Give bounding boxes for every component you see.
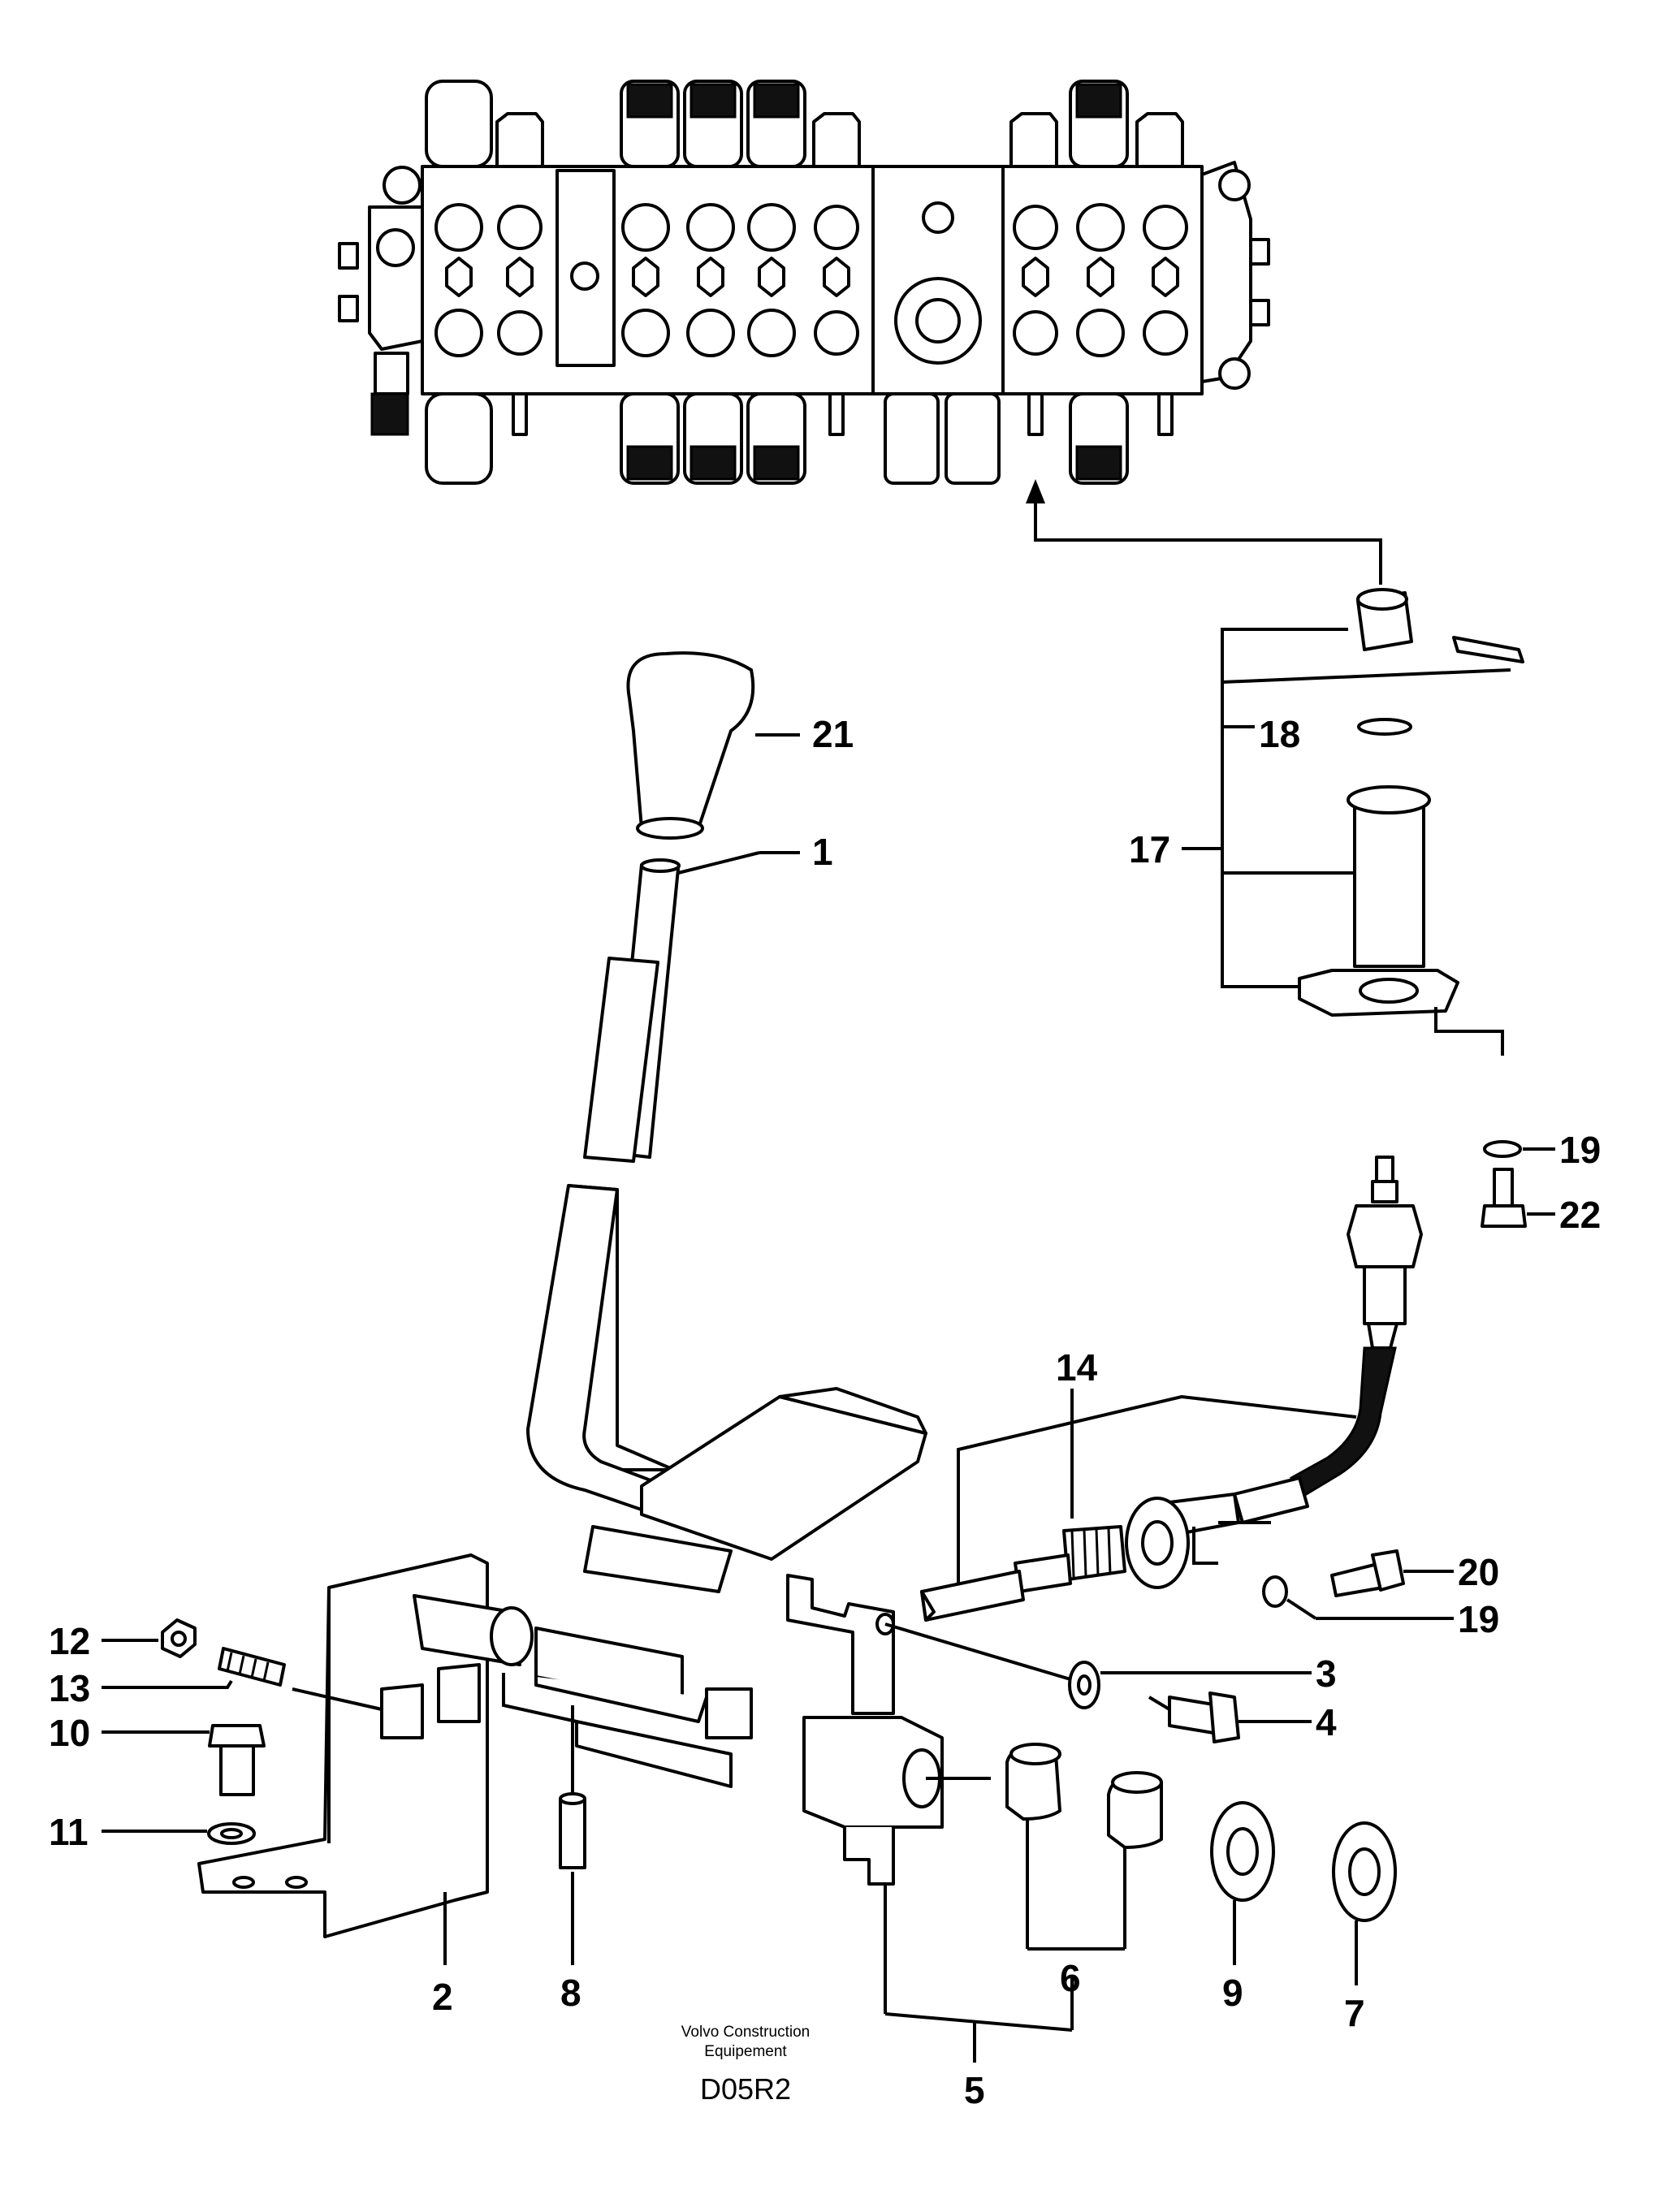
label-2: 2 — [432, 1976, 453, 2018]
pin-8 — [559, 1705, 586, 1965]
label-8: 8 — [560, 1972, 581, 2014]
label-4: 4 — [1316, 1701, 1337, 1743]
label-10: 10 — [49, 1712, 90, 1754]
drawing-code: D05R2 — [700, 2072, 791, 2106]
caption-line-1: Volvo Construction — [681, 2024, 810, 2041]
callout-arrow — [1026, 479, 1382, 585]
label-19-lower: 19 — [1458, 1598, 1499, 1640]
label-19-upper: 19 — [1559, 1129, 1601, 1171]
lever-1 — [583, 851, 800, 1163]
kit-assembly-17 — [1182, 588, 1524, 1056]
control-valve-block — [338, 80, 1270, 485]
washer-19-upper — [1483, 1140, 1555, 1158]
bushing-6b — [1107, 1771, 1163, 1949]
label-22: 22 — [1559, 1194, 1601, 1236]
label-14: 14 — [1056, 1346, 1098, 1389]
label-18: 18 — [1259, 713, 1300, 755]
bracket-2 — [197, 1553, 489, 1965]
bolt-10 — [102, 1724, 266, 1796]
cable-14 — [920, 1156, 1423, 1622]
label-20: 20 — [1458, 1551, 1499, 1593]
label-17: 17 — [1129, 828, 1170, 871]
washer-9 — [1210, 1801, 1275, 1965]
stud-13 — [102, 1647, 286, 1689]
caption: Volvo Construction Equipement D05R2 — [681, 2024, 810, 2106]
bolt-22 — [1481, 1168, 1555, 1228]
bushing-6a — [1005, 1743, 1061, 1949]
knob-21 — [626, 651, 800, 840]
label-1: 1 — [812, 831, 833, 873]
bolt-4 — [1148, 1691, 1312, 1743]
part-labels: 21 1 18 17 19 22 14 20 19 3 4 12 13 10 1… — [49, 713, 1601, 2111]
label-12: 12 — [49, 1620, 90, 1662]
arm-5 — [786, 1574, 991, 2014]
washer-11 — [102, 1822, 256, 1845]
label-21: 21 — [812, 713, 854, 755]
bracket-5-6 — [884, 1947, 1125, 2063]
label-9: 9 — [1222, 1972, 1243, 2014]
pivot-shaft — [292, 1594, 753, 1788]
nut-12 — [102, 1618, 197, 1658]
washer-7 — [1332, 1821, 1397, 1985]
label-7: 7 — [1344, 1992, 1365, 2034]
caption-line-2: Equipement — [704, 2043, 787, 2060]
label-13: 13 — [49, 1667, 90, 1709]
washer-3 — [884, 1622, 1312, 1709]
label-3: 3 — [1316, 1653, 1337, 1695]
pedal-lever — [526, 1184, 927, 1593]
bolt-20 — [1330, 1549, 1454, 1597]
label-5: 5 — [964, 2069, 985, 2111]
washer-19-lower — [1262, 1575, 1454, 1620]
label-11: 11 — [49, 1811, 89, 1853]
label-6: 6 — [1060, 1957, 1081, 1999]
